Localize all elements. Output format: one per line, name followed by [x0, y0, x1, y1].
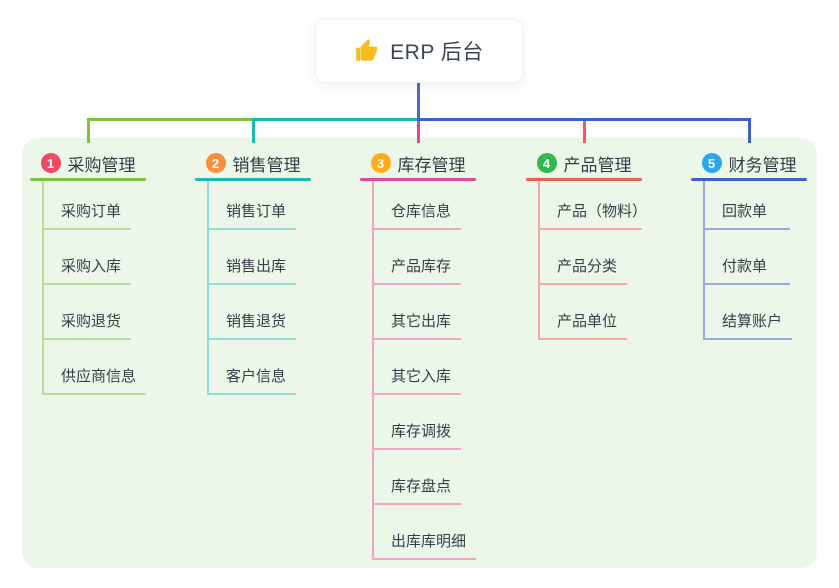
child-topic[interactable]: 结算账户	[705, 285, 807, 340]
child-topic[interactable]: 产品分类	[540, 230, 642, 285]
child-topic[interactable]: 其它出库	[374, 285, 476, 340]
branch-children: 产品（物料） 产品分类产品单位	[538, 181, 647, 340]
child-topic[interactable]: 采购退货	[44, 285, 146, 340]
child-topic[interactable]: 仓库信息	[374, 181, 476, 230]
child-topic-label: 销售订单	[209, 200, 297, 230]
branch-column-1: 1 采购管理 采购订单采购入库采购退货供应商信息	[30, 148, 146, 395]
child-topic[interactable]: 其它入库	[374, 340, 476, 395]
child-topic-label: 产品单位	[540, 310, 628, 340]
branch-topic[interactable]: 1 采购管理	[30, 148, 146, 178]
branch-number-badge: 4	[536, 153, 557, 173]
child-topic[interactable]: 付款单	[705, 230, 807, 285]
child-topic[interactable]: 产品库存	[374, 230, 476, 285]
branch-underline	[691, 178, 807, 181]
child-topic[interactable]: 库存盘点	[374, 450, 476, 505]
connector-line	[416, 118, 751, 121]
child-topic-label: 其它出库	[374, 310, 462, 340]
child-topic[interactable]: 销售订单	[209, 181, 311, 230]
connector-line	[251, 118, 255, 143]
branch-children: 仓库信息产品库存其它出库其它入库库存调拨库存盘点出库库明细	[372, 181, 476, 560]
branch-topic-label: 库存管理	[397, 155, 466, 175]
child-topic[interactable]: 采购入库	[44, 230, 146, 285]
branch-underline	[30, 178, 146, 181]
connector-line	[582, 118, 586, 143]
branch-column-2: 2 销售管理 销售订单销售出库销售退货客户信息	[195, 148, 311, 395]
connector-line	[747, 118, 751, 143]
child-topic-label: 产品（物料）	[540, 200, 647, 230]
connector-line	[416, 83, 420, 121]
child-topic-label: 销售退货	[209, 310, 297, 340]
child-topic[interactable]: 回款单	[705, 181, 807, 230]
child-topic[interactable]: 销售退货	[209, 285, 311, 340]
branch-number-badge: 5	[701, 153, 722, 173]
branch-topic-label: 销售管理	[232, 155, 301, 175]
child-topic-label: 仓库信息	[374, 200, 462, 230]
connector-line	[86, 118, 90, 143]
child-topic[interactable]: 产品（物料）	[540, 181, 647, 230]
root-topic[interactable]: ERP 后台	[315, 19, 523, 83]
branch-children: 销售订单销售出库销售退货客户信息	[207, 181, 311, 395]
branch-underline	[195, 178, 311, 181]
child-topic-label: 回款单	[705, 200, 790, 230]
child-topic-label: 采购订单	[44, 200, 132, 230]
branch-number-badge: 2	[205, 153, 226, 173]
child-topic-label: 产品分类	[540, 255, 628, 285]
branch-number-badge: 3	[370, 153, 391, 173]
branch-topic[interactable]: 3 库存管理	[360, 148, 476, 178]
branch-column-4: 4 产品管理 产品（物料） 产品分类产品单位	[526, 148, 647, 340]
child-topic-label: 付款单	[705, 255, 790, 285]
child-topic-label: 出库库明细	[374, 530, 476, 560]
child-topic-label: 销售出库	[209, 255, 297, 285]
branch-children: 回款单付款单结算账户	[703, 181, 807, 340]
child-topic[interactable]: 产品单位	[540, 285, 642, 340]
connector-line	[251, 118, 420, 121]
child-topic[interactable]: 库存调拨	[374, 395, 476, 450]
child-topic[interactable]: 销售出库	[209, 230, 311, 285]
branch-underline	[360, 178, 476, 181]
branch-column-5: 5 财务管理 回款单付款单结算账户	[691, 148, 807, 340]
child-topic[interactable]: 出库库明细	[374, 505, 476, 560]
root-topic-label: ERP 后台	[390, 41, 484, 64]
child-topic[interactable]: 客户信息	[209, 340, 311, 395]
branch-topic-label: 财务管理	[728, 155, 797, 175]
branch-column-3: 3 库存管理 仓库信息产品库存其它出库其它入库库存调拨库存盘点出库库明细	[360, 148, 476, 560]
child-topic-label: 产品库存	[374, 255, 462, 285]
child-topic-label: 库存调拨	[374, 420, 462, 450]
branch-children: 采购订单采购入库采购退货供应商信息	[42, 181, 146, 395]
child-topic-label: 其它入库	[374, 365, 462, 395]
branch-topic[interactable]: 4 产品管理	[526, 148, 642, 178]
child-topic-label: 采购退货	[44, 310, 132, 340]
child-topic-label: 库存盘点	[374, 475, 462, 505]
branch-underline	[526, 178, 642, 181]
child-topic-label: 客户信息	[209, 365, 297, 395]
branch-number-badge: 1	[40, 153, 61, 173]
child-topic-label: 结算账户	[705, 310, 793, 340]
child-topic-label: 供应商信息	[44, 365, 146, 395]
branch-topic-label: 采购管理	[67, 155, 136, 175]
child-topic-label: 采购入库	[44, 255, 132, 285]
branch-topic[interactable]: 5 财务管理	[691, 148, 807, 178]
branch-topic[interactable]: 2 销售管理	[195, 148, 311, 178]
connector-line	[416, 118, 420, 143]
branch-group-panel	[22, 138, 817, 568]
child-topic[interactable]: 采购订单	[44, 181, 146, 230]
thumbs-up-icon	[356, 39, 379, 61]
branch-topic-label: 产品管理	[563, 155, 632, 175]
child-topic[interactable]: 供应商信息	[44, 340, 146, 395]
